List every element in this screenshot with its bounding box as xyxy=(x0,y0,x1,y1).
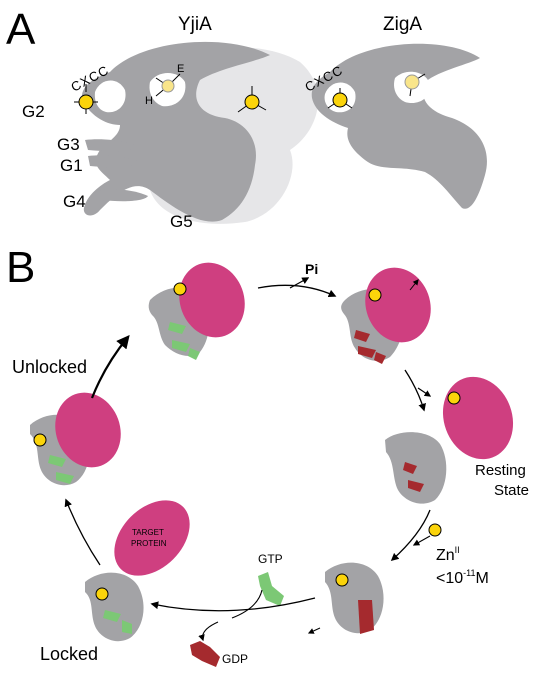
zinc-ion xyxy=(173,282,187,296)
arrow-pi-release xyxy=(289,277,310,289)
unlocked-label: Unlocked xyxy=(12,357,87,377)
zinc-label: ZnII xyxy=(436,545,460,564)
target-protein xyxy=(114,500,190,576)
zinc-ion-light xyxy=(161,79,175,93)
arrow-to-locked xyxy=(150,597,316,612)
arrow-gdp-out xyxy=(198,621,219,642)
arrow-zinc-branch xyxy=(412,535,431,546)
complex-top-right xyxy=(341,267,431,364)
pi-label: Pi xyxy=(305,261,318,277)
yjia-finger-g4 xyxy=(100,189,148,202)
complex-resting xyxy=(385,376,514,504)
g1-label: G1 xyxy=(60,156,83,175)
g3-label: G3 xyxy=(57,135,80,154)
arrow-to-resting xyxy=(404,369,426,412)
yjia-title: YjiA xyxy=(178,14,212,35)
gdp-label: GDP xyxy=(222,652,248,666)
ziga-zinc-site-2 xyxy=(404,73,426,97)
yjia-zinc-site-1 xyxy=(74,84,98,114)
target-label-2: PROTEIN xyxy=(131,539,167,548)
panel-b-letter: B xyxy=(6,243,35,292)
arrow-gtp-in xyxy=(231,589,263,619)
zinc-ion xyxy=(78,94,94,110)
panel-a-letter: A xyxy=(6,5,36,54)
yjia-zinc-site-3 xyxy=(237,86,267,113)
yjia-finger-g3 xyxy=(85,139,138,152)
zinc-ion xyxy=(244,94,260,110)
complex-left xyxy=(30,392,121,486)
ziga-title: ZigA xyxy=(383,14,422,35)
resting-label: Resting xyxy=(475,462,526,479)
zinc-ion-light xyxy=(404,74,420,90)
arrow-top-to-topright xyxy=(257,284,337,297)
gtp-label: GTP xyxy=(258,552,283,566)
zinc-ion xyxy=(368,288,382,302)
complex-bottom-right xyxy=(325,562,384,634)
ziga-zinc-site-1 xyxy=(327,88,353,109)
complex-locked xyxy=(85,572,144,642)
zinc-ion xyxy=(332,92,348,108)
arrow-resting-to-zinc xyxy=(390,509,431,562)
gdp-shape xyxy=(190,641,220,667)
g4-label: G4 xyxy=(63,192,86,211)
residue-e-label: E xyxy=(177,63,184,75)
arrow-locked-to-left xyxy=(64,498,101,566)
zinc-ion xyxy=(95,587,109,601)
yjia-pocket xyxy=(94,80,126,113)
arrow-small-bottomright xyxy=(307,627,321,634)
zinc-ion xyxy=(447,391,461,405)
g5-label: G5 xyxy=(170,212,193,231)
ziga-protein-body xyxy=(311,43,487,209)
locked-label: Locked xyxy=(40,644,98,664)
yjia-zinc-site-2 xyxy=(155,73,181,97)
residue-h-label: H xyxy=(145,95,153,107)
zinc-ion xyxy=(33,433,47,447)
yjia-protein-body xyxy=(81,41,270,222)
target-label-1: TARGET xyxy=(132,528,164,537)
zinc-concentration: <10-11M xyxy=(436,568,489,587)
yjia-finger-g1 xyxy=(88,155,140,168)
zinc-ion-free xyxy=(428,523,442,537)
state-label: State xyxy=(494,482,529,499)
g2-label: G2 xyxy=(22,102,45,121)
arrow-resting-branch xyxy=(417,387,432,397)
arrow-small-topright xyxy=(409,279,419,291)
gtp-shape xyxy=(258,572,284,606)
complex-top xyxy=(148,262,245,360)
zinc-ion xyxy=(335,573,349,587)
arrow-left-to-top xyxy=(90,334,130,399)
